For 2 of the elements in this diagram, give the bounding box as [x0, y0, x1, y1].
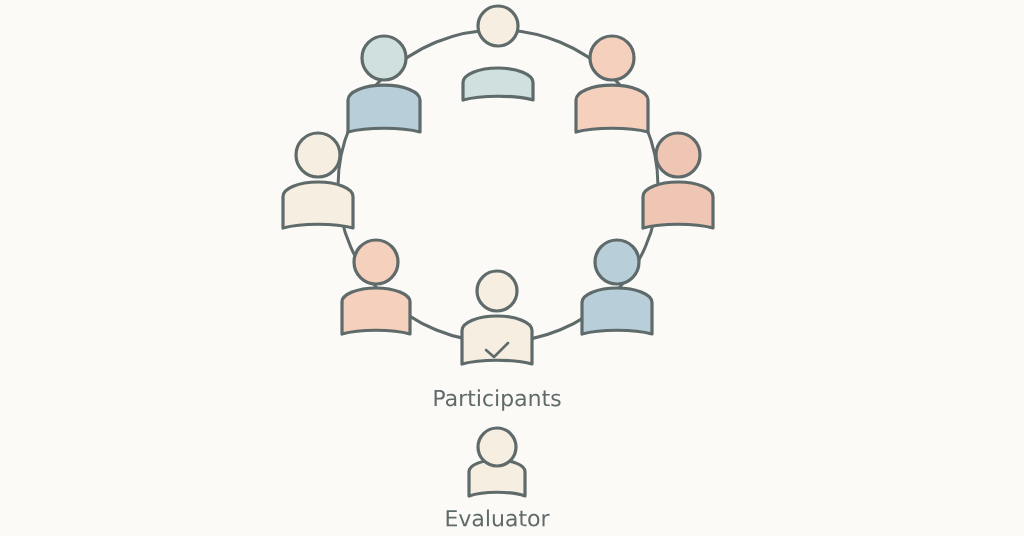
group-label: Participants — [434, 389, 561, 411]
group-label: Evaluator — [446, 509, 550, 527]
